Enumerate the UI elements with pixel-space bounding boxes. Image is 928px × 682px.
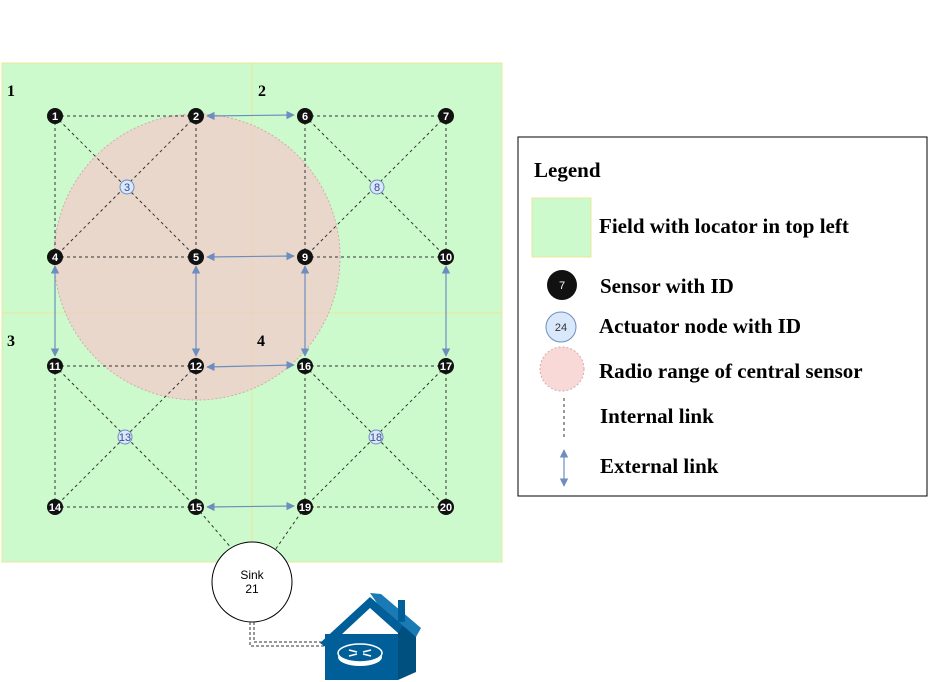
svg-text:6: 6 — [302, 111, 308, 123]
svg-text:15: 15 — [190, 502, 202, 514]
sensor-node-9: 9 — [297, 249, 313, 265]
sensor-node-14: 14 — [47, 499, 63, 515]
legend-actuator-id: 24 — [555, 322, 567, 334]
actuator-nodes: 3 8 13 18 — [117, 179, 385, 445]
legend-box — [517, 136, 928, 497]
sensor-node-20: 20 — [438, 499, 454, 515]
legend-sensor-text: Sensor with ID — [600, 274, 734, 298]
legend: Legend Field with locator in top left 7 … — [517, 136, 928, 497]
svg-text:20: 20 — [440, 502, 452, 514]
field-label-2: 2 — [258, 83, 266, 100]
svg-text:3: 3 — [124, 182, 130, 194]
svg-text:19: 19 — [299, 502, 311, 514]
legend-internal-text: Internal link — [600, 404, 714, 428]
svg-text:8: 8 — [374, 182, 380, 194]
sensor-nodes: 1 2 4 5 6 7 9 10 11 12 14 15 16 17 19 20 — [47, 108, 454, 515]
internal-links — [54, 115, 447, 551]
actuator-node-13: 13 — [117, 429, 133, 445]
legend-sensor-id: 7 — [559, 280, 565, 292]
svg-text:7: 7 — [443, 111, 449, 123]
sensor-node-11: 11 — [47, 358, 63, 374]
sensor-node-17: 17 — [438, 358, 454, 374]
sensor-node-2: 2 — [188, 108, 204, 124]
sink-node: Sink 21 — [211, 541, 293, 623]
sensor-node-16: 16 — [297, 358, 313, 374]
sensor-node-15: 15 — [188, 499, 204, 515]
legend-field-text: Field with locator in top left — [599, 214, 849, 238]
legend-title: Legend — [534, 158, 601, 182]
svg-text:9: 9 — [302, 252, 308, 264]
field-label-1: 1 — [7, 83, 15, 100]
field-label-4: 4 — [257, 333, 265, 350]
sensor-node-4: 4 — [47, 249, 63, 265]
svg-text:1: 1 — [52, 111, 58, 123]
sensor-node-5: 5 — [188, 249, 204, 265]
svg-text:2: 2 — [193, 111, 199, 123]
field-label-3: 3 — [7, 333, 15, 350]
house-router-icon — [320, 593, 421, 680]
legend-radio-text: Radio range of central sensor — [599, 359, 863, 383]
actuator-node-3: 3 — [119, 179, 135, 195]
legend-field-swatch — [531, 197, 592, 258]
legend-sensor-swatch — [547, 270, 577, 300]
sensor-node-1: 1 — [47, 108, 63, 124]
sensor-node-19: 19 — [297, 499, 313, 515]
sensor-node-12: 12 — [188, 358, 204, 374]
svg-text:13: 13 — [119, 432, 131, 444]
svg-text:4: 4 — [52, 252, 59, 264]
actuator-node-8: 8 — [369, 179, 385, 195]
svg-text:11: 11 — [49, 361, 61, 373]
svg-text:12: 12 — [190, 361, 202, 373]
sink-id: 21 — [245, 582, 259, 596]
svg-text:18: 18 — [370, 432, 382, 444]
sensor-node-6: 6 — [297, 108, 313, 124]
external-links — [50, 110, 451, 512]
svg-text:10: 10 — [440, 252, 452, 264]
svg-text:17: 17 — [440, 361, 452, 373]
svg-text:14: 14 — [49, 502, 62, 514]
sink-title: Sink — [240, 568, 264, 582]
svg-text:5: 5 — [193, 252, 199, 264]
sensor-node-10: 10 — [438, 249, 454, 265]
sensor-node-7: 7 — [438, 108, 454, 124]
legend-external-text: External link — [600, 454, 719, 478]
legend-actuator-text: Actuator node with ID — [599, 314, 801, 338]
legend-radio-swatch — [539, 346, 585, 392]
actuator-node-18: 18 — [368, 429, 384, 445]
sink-gateway-link — [249, 622, 330, 647]
legend-actuator-swatch — [545, 311, 577, 343]
svg-text:16: 16 — [299, 361, 311, 373]
